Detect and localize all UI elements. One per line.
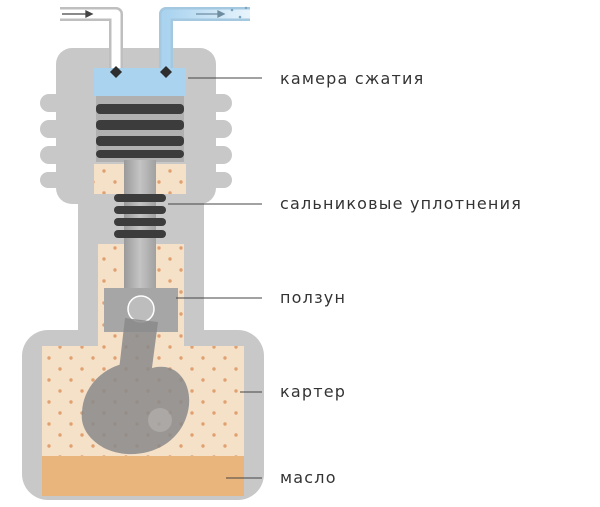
connecting-rod-and-crank (81, 318, 190, 455)
piston (96, 96, 184, 162)
gland-seals (114, 194, 166, 238)
label-gland-seals: сальниковые уплотнения (280, 194, 523, 213)
label-compression-chamber: камера сжатия (280, 69, 425, 88)
oil-pool (42, 456, 244, 496)
flow-arrow-icon (196, 9, 226, 19)
flow-arrow-icon (62, 9, 94, 19)
label-crankcase: картер (280, 382, 347, 401)
label-oil: масло (280, 468, 337, 487)
label-slider: ползун (280, 288, 347, 307)
pipes (60, 6, 250, 68)
valve-icon (110, 66, 172, 78)
leader-lines (168, 77, 262, 479)
gas-particles (230, 6, 248, 19)
compression-chamber (94, 68, 186, 96)
